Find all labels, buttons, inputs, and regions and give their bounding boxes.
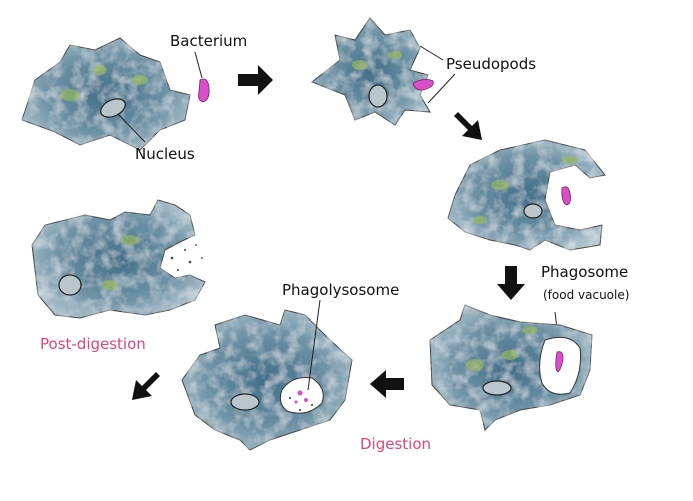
arrow-left-icon (370, 370, 404, 398)
arrow-down-right-icon (454, 112, 482, 140)
label-phagolysosome: Phagolysosome (282, 281, 399, 299)
arrow-up-left-icon (132, 372, 160, 400)
label-digestion: Digestion (360, 435, 431, 453)
cell-stage-5 (181, 309, 353, 451)
label-post-digestion: Post-digestion (40, 335, 146, 353)
cell-stage-3 (447, 139, 606, 251)
label-bacterium: Bacterium (170, 32, 247, 50)
label-pseudopods: Pseudopods (446, 55, 536, 73)
nucleus (482, 380, 512, 396)
bacterium-icon (555, 351, 564, 373)
bacterium-icon (198, 78, 210, 103)
nucleus (523, 203, 543, 219)
arrow-right-icon (238, 65, 273, 95)
label-food-vacuole: (food vacuole) (543, 288, 629, 302)
nucleus (230, 393, 260, 411)
bacterium-icon (412, 79, 434, 91)
cell-stage-6 (31, 199, 206, 319)
arrow-down-icon (497, 266, 525, 300)
nucleus (368, 84, 388, 108)
bacterium-icon (561, 186, 571, 206)
label-phagosome: Phagosome (541, 263, 628, 281)
debris-particles (170, 244, 203, 271)
nucleus (100, 98, 126, 118)
nucleus (58, 274, 82, 296)
cell-stage-2 (311, 17, 431, 126)
cell-stage-1 (21, 37, 191, 151)
cell-stage-4 (429, 304, 593, 431)
label-nucleus: Nucleus (135, 145, 195, 163)
